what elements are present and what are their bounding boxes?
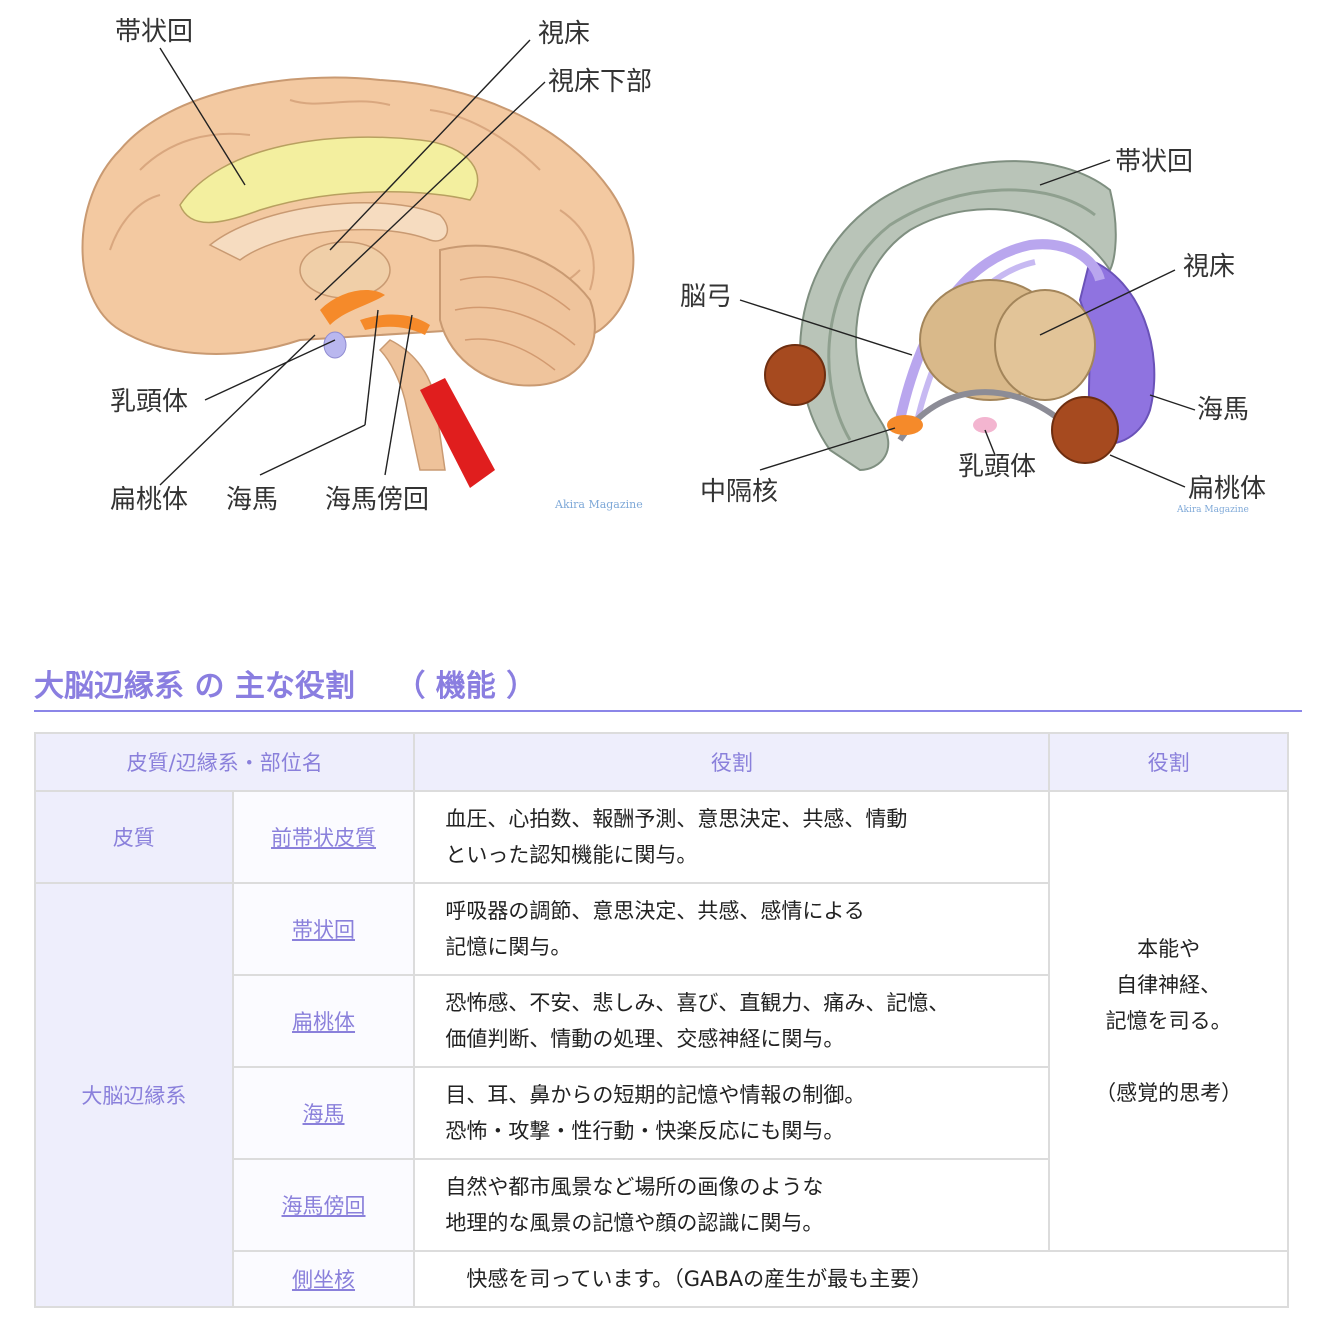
description-line: 記憶に関与。 <box>445 935 572 959</box>
brainstem-shape <box>378 339 446 471</box>
septal-nucleus-shape <box>887 415 923 435</box>
description-cell: 快感を司っています。（GABAの産生が最も主要） <box>413 1250 1289 1308</box>
description-line: 血圧、心拍数、報酬予測、意思決定、共感、情動 <box>445 807 908 831</box>
description-line: 目、耳、鼻からの短期的記憶や情報の制御。 <box>445 1083 866 1107</box>
label-thalamus: 視床 <box>538 19 590 49</box>
table-row: 海馬 目、耳、鼻からの短期的記憶や情報の制御。 恐怖・攻撃・性行動・快楽反応にも… <box>35 1066 1288 1160</box>
watermark-left: Akira Magazine <box>554 498 643 511</box>
sagittal-brain-diagram: 帯状回 視床 視床下部 乳頭体 扁桃体 海馬 海馬傍回 Akira Magazi… <box>81 17 652 515</box>
label-r-amygdala: 扁桃体 <box>1188 474 1266 504</box>
description-line: といった認知機能に関与。 <box>445 843 698 867</box>
category-cortex: 皮質 <box>34 790 234 884</box>
part-cell: 海馬 <box>231 1066 416 1160</box>
label-r-hippocampus: 海馬 <box>1197 395 1249 425</box>
amygdala-right-shape <box>1051 396 1119 464</box>
table-row: 扁桃体 恐怖感、不安、悲しみ、喜び、直観力、痛み、記憶、 価値判断、情動の処理、… <box>35 974 1288 1068</box>
table-header-row: 皮質/辺縁系・部位名 役割 役割 <box>33 732 1289 792</box>
part-link-hippocampus[interactable]: 海馬 <box>302 1102 345 1126</box>
part-cell: 前帯状皮質 <box>231 790 416 884</box>
summary-line: 記憶を司る。 <box>1105 1009 1232 1033</box>
label-parahippocampal: 海馬傍回 <box>325 485 429 515</box>
description-line: 価値判断、情動の処理、交感神経に関与。 <box>445 1027 845 1051</box>
part-link-anterior-cingulate[interactable]: 前帯状皮質 <box>271 826 377 850</box>
part-link-amygdala[interactable]: 扁桃体 <box>292 1010 356 1034</box>
description-cell: 目、耳、鼻からの短期的記憶や情報の制御。 恐怖・攻撃・性行動・快楽反応にも関与。 <box>413 1066 1051 1160</box>
description-line: 呼吸器の調節、意思決定、共感、感情による <box>445 899 865 923</box>
section-title: 大脳辺縁系 の 主な役割 （ 機能 ） <box>34 664 1302 712</box>
summary-line <box>1050 1039 1287 1075</box>
category-limbic: 大脳辺縁系 <box>34 882 234 1308</box>
summary-cell: 本能や 自律神経、 記憶を司る。 （感覚的思考） <box>1048 790 1289 1252</box>
label-r-fornix: 脳弓 <box>680 282 732 312</box>
label-r-thalamus: 視床 <box>1183 252 1235 282</box>
limbic-roles-table: 皮質/辺縁系・部位名 役割 役割 皮質 前帯状皮質 血圧、心拍数、報酬予測、意思… <box>33 732 1289 1308</box>
table-row: 大脳辺縁系 帯状回 呼吸器の調節、意思決定、共感、感情による 記憶に関与。 <box>34 882 1288 1308</box>
cingulate-arch-shape <box>799 160 1117 472</box>
part-cell: 帯状回 <box>231 882 416 976</box>
mammillary-pink-shape <box>973 417 997 433</box>
description-cell: 血圧、心拍数、報酬予測、意思決定、共感、情動 といった認知機能に関与。 <box>413 790 1051 884</box>
label-cingulate: 帯状回 <box>115 17 193 47</box>
label-amygdala: 扁桃体 <box>110 485 188 515</box>
cerebellum-shape <box>439 244 596 387</box>
label-r-mammillary: 乳頭体 <box>958 452 1036 482</box>
description-line: 恐怖・攻撃・性行動・快楽反応にも関与。 <box>445 1119 845 1143</box>
leader-lines-right <box>739 159 1196 488</box>
label-r-cingulate: 帯状回 <box>1115 147 1193 177</box>
limbic-system-diagram: 帯状回 視床 脳弓 海馬 中隔核 乳頭体 扁桃体 Akira Magazine <box>680 147 1266 515</box>
table-row: 皮質 前帯状皮質 血圧、心拍数、報酬予測、意思決定、共感、情動 といった認知機能… <box>34 790 1289 1252</box>
description-line: 自然や都市風景など場所の画像のような <box>445 1175 824 1199</box>
corpus-callosum-shape <box>208 202 449 261</box>
part-cell: 扁桃体 <box>231 974 416 1068</box>
description-line: 恐怖感、不安、悲しみ、喜び、直観力、痛み、記憶、 <box>445 991 950 1015</box>
fornix-shape <box>895 239 1105 422</box>
cingulate-arch-detail <box>827 188 1096 441</box>
part-link-cingulate[interactable]: 帯状回 <box>292 918 356 942</box>
hypothalamus-shape <box>320 290 385 325</box>
label-mammillary: 乳頭体 <box>110 387 188 417</box>
table-row: 側坐核 快感を司っています。（GABAの産生が最も主要） <box>35 1250 1289 1308</box>
summary-line: 自律神経、 <box>1116 973 1222 997</box>
part-cell: 海馬傍回 <box>231 1158 416 1252</box>
description-cell: 呼吸器の調節、意思決定、共感、感情による 記憶に関与。 <box>413 882 1051 976</box>
part-cell: 側坐核 <box>231 1250 416 1308</box>
thalamus-right-shape <box>994 289 1096 401</box>
watermark-right: Akira Magazine <box>1176 505 1249 515</box>
part-link-nucleus-accumbens[interactable]: 側坐核 <box>292 1268 356 1292</box>
summary-line: （感覚的思考） <box>1095 1081 1243 1105</box>
summary-line: 本能や <box>1137 937 1201 961</box>
description-cell: 恐怖感、不安、悲しみ、喜び、直観力、痛み、記憶、 価値判断、情動の処理、交感神経… <box>413 974 1051 1068</box>
table-row: 海馬傍回 自然や都市風景など場所の画像のような 地理的な風景の記憶や顔の認識に関… <box>35 1158 1288 1252</box>
spinal-cord-shape <box>420 378 495 488</box>
part-link-parahippocampal[interactable]: 海馬傍回 <box>281 1194 366 1218</box>
description-line: 快感を司っています。（GABAの産生が最も主要） <box>445 1267 933 1291</box>
gyri-texture <box>109 99 595 301</box>
header-role-summary: 役割 <box>1048 732 1289 792</box>
brain-diagrams: 帯状回 視床 視床下部 乳頭体 扁桃体 海馬 海馬傍回 Akira Magazi… <box>0 0 1322 540</box>
label-hypothalamus: 視床下部 <box>548 67 652 97</box>
label-r-septal: 中隔核 <box>700 477 778 507</box>
description-line: 地理的な風景の記憶や顔の認識に関与。 <box>445 1211 824 1235</box>
header-part-name: 皮質/辺縁系・部位名 <box>33 732 416 792</box>
label-hippocampus: 海馬 <box>226 485 278 515</box>
amygdala-left-shape <box>764 344 826 406</box>
leader-lines-left <box>159 39 546 486</box>
cingulate-gyrus-shape <box>179 136 479 224</box>
description-cell: 自然や都市風景など場所の画像のような 地理的な風景の記憶や顔の認識に関与。 <box>413 1158 1051 1252</box>
cerebellum-texture <box>454 276 576 371</box>
header-role: 役割 <box>413 732 1051 792</box>
